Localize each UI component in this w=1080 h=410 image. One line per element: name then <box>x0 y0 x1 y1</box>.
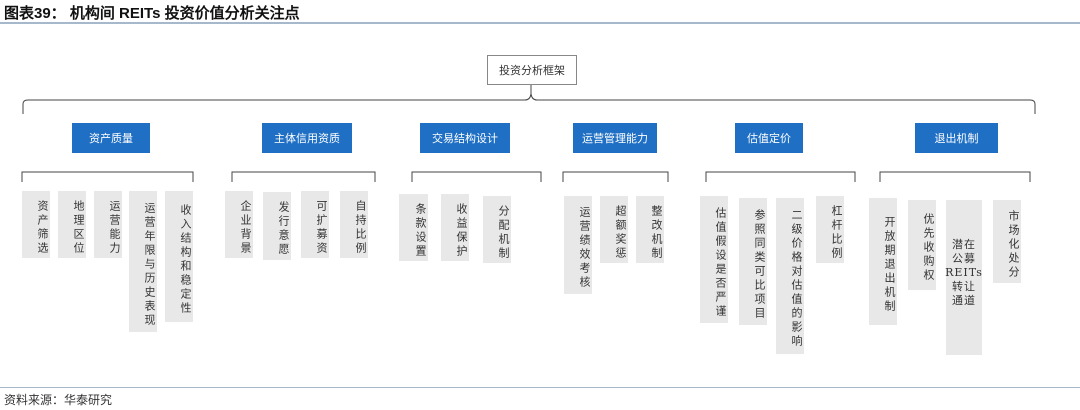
leaf-item: 条款设置 <box>399 194 428 261</box>
source-note: 资料来源：华泰研究 <box>4 393 113 407</box>
leaf-item: 整改机制 <box>636 196 664 263</box>
sub-bracket-3 <box>411 171 542 182</box>
footer-divider <box>0 387 1080 388</box>
category-3: 交易结构设计 <box>420 123 510 153</box>
sub-bracket-2 <box>231 171 376 182</box>
leaf-item: 市场化处分 <box>993 200 1021 283</box>
leaf-item: 收益保护 <box>441 194 469 261</box>
leaf-item: 运营年限与历史表现 <box>129 191 157 332</box>
leaf-item: 二级价格对估值的影响 <box>776 198 804 354</box>
leaf-item: 超额奖惩 <box>600 196 628 263</box>
sub-bracket-6 <box>879 171 1031 182</box>
leaf-item: 优先收购权 <box>908 200 936 290</box>
category-5: 估值定价 <box>735 123 803 153</box>
leaf-item: 自持比例 <box>340 191 368 258</box>
leaf-item: 发行意愿 <box>263 192 291 260</box>
leaf-item: 分配机制 <box>483 196 511 263</box>
leaf-item: 地理区位 <box>58 191 86 258</box>
root-node: 投资分析框架 <box>487 55 577 85</box>
leaf-item: 运营绩效考核 <box>564 196 592 294</box>
leaf-item: 开放期退出机制 <box>869 198 897 325</box>
leaf-line: 潜在 <box>952 238 976 251</box>
leaf-line: 公募 <box>952 252 976 265</box>
leaf-line: 转让 <box>952 280 976 293</box>
sub-bracket-1 <box>21 171 194 182</box>
sub-bracket-4 <box>562 171 669 182</box>
leaf-item: 可扩募资 <box>301 191 329 258</box>
leaf-item: 运营能力 <box>94 191 122 258</box>
leaf-item: 资产筛选 <box>22 191 50 258</box>
category-4: 运营管理能力 <box>573 123 657 153</box>
figure-title: 图表39： 机构间 REITs 投资价值分析关注点 <box>4 5 300 22</box>
leaf-line: 通道 <box>952 294 976 307</box>
category-6: 退出机制 <box>915 123 998 153</box>
title-divider <box>0 22 1080 24</box>
sub-bracket-5 <box>705 171 856 182</box>
leaf-item: 杠杆比例 <box>816 196 844 263</box>
leaf-item: 收入结构和稳定性 <box>165 191 193 322</box>
main-bracket <box>22 93 1036 114</box>
leaf-item: 参照同类可比项目 <box>739 198 767 325</box>
leaf-line: REITs <box>945 266 983 279</box>
leaf-item: 企业背景 <box>225 191 253 258</box>
category-2: 主体信用资质 <box>262 123 352 153</box>
category-1: 资产质量 <box>72 123 150 153</box>
leaf-item: 估值假设是否严谨 <box>700 196 728 323</box>
